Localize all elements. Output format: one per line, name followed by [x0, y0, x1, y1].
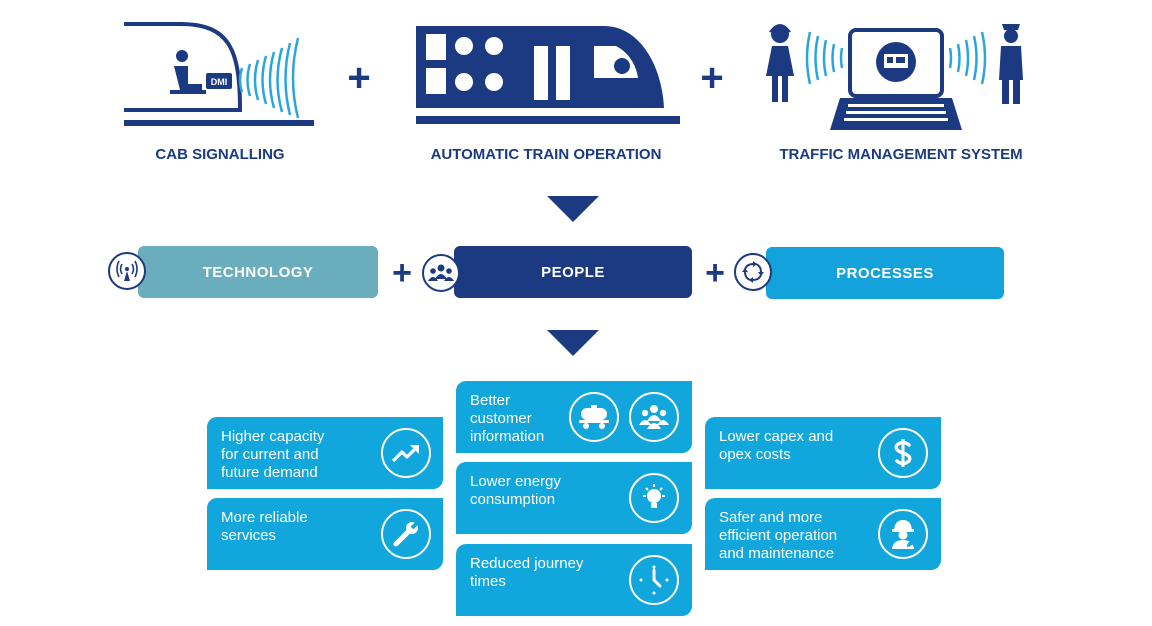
- traffic-management-icon: [766, 24, 1023, 130]
- benefit-card-safety: Safer and more efficient operation and m…: [705, 498, 941, 570]
- benefit-text: Higher capacity for current and future d…: [221, 428, 325, 481]
- processes-pill: PROCESSES: [766, 247, 1004, 299]
- wrench-icon: [381, 509, 431, 559]
- worker-icon: [878, 509, 928, 559]
- antenna-icon: [108, 252, 146, 290]
- benefit-card-reliable: More reliable services: [207, 498, 443, 570]
- benefit-card-energy: Lower energy consumption: [456, 462, 692, 534]
- train-icon: [416, 26, 680, 124]
- people-label: PEOPLE: [541, 263, 605, 281]
- plus-sign: +: [700, 56, 724, 100]
- ato-label: AUTOMATIC TRAIN OPERATION: [430, 146, 662, 163]
- clock-icon: [629, 555, 679, 605]
- growth-chart-icon: [381, 428, 431, 478]
- tank-wagon-icon: [569, 392, 619, 442]
- cycle-icon: [734, 253, 772, 291]
- people-icon: [422, 254, 460, 292]
- people-pill: PEOPLE: [454, 246, 692, 298]
- dollar-icon: [878, 428, 928, 478]
- dmi-label: DMI: [211, 77, 228, 87]
- plus-sign: +: [347, 56, 371, 100]
- technology-pill: TECHNOLOGY: [138, 246, 378, 298]
- down-arrow-icon: [547, 330, 599, 356]
- benefit-text: Reduced journey times: [470, 555, 584, 590]
- processes-label: PROCESSES: [836, 264, 934, 282]
- benefit-text: Better customer information: [470, 392, 545, 445]
- benefit-text: Lower capex and opex costs: [719, 428, 834, 463]
- benefit-text: Lower energy consumption: [470, 473, 561, 508]
- plus-sign: +: [705, 254, 725, 292]
- benefit-card-capacity: Higher capacity for current and future d…: [207, 417, 443, 489]
- benefit-card-costs: Lower capex and opex costs: [705, 417, 941, 489]
- cab-signalling-icon: DMI: [124, 22, 314, 126]
- plus-sign: +: [392, 254, 412, 292]
- group-icon: [629, 392, 679, 442]
- benefit-card-journey: Reduced journey times: [456, 544, 692, 616]
- benefit-text: Safer and more efficient operation and m…: [719, 509, 838, 562]
- cab-signalling-label: CAB SIGNALLING: [155, 146, 285, 163]
- technology-label: TECHNOLOGY: [202, 263, 314, 281]
- benefit-text: More reliable services: [221, 509, 308, 544]
- lightbulb-icon: [629, 473, 679, 523]
- tms-label: TRAFFIC MANAGEMENT SYSTEM: [779, 146, 1023, 163]
- down-arrow-icon: [547, 196, 599, 222]
- benefit-card-customer-info: Better customer information: [456, 381, 692, 453]
